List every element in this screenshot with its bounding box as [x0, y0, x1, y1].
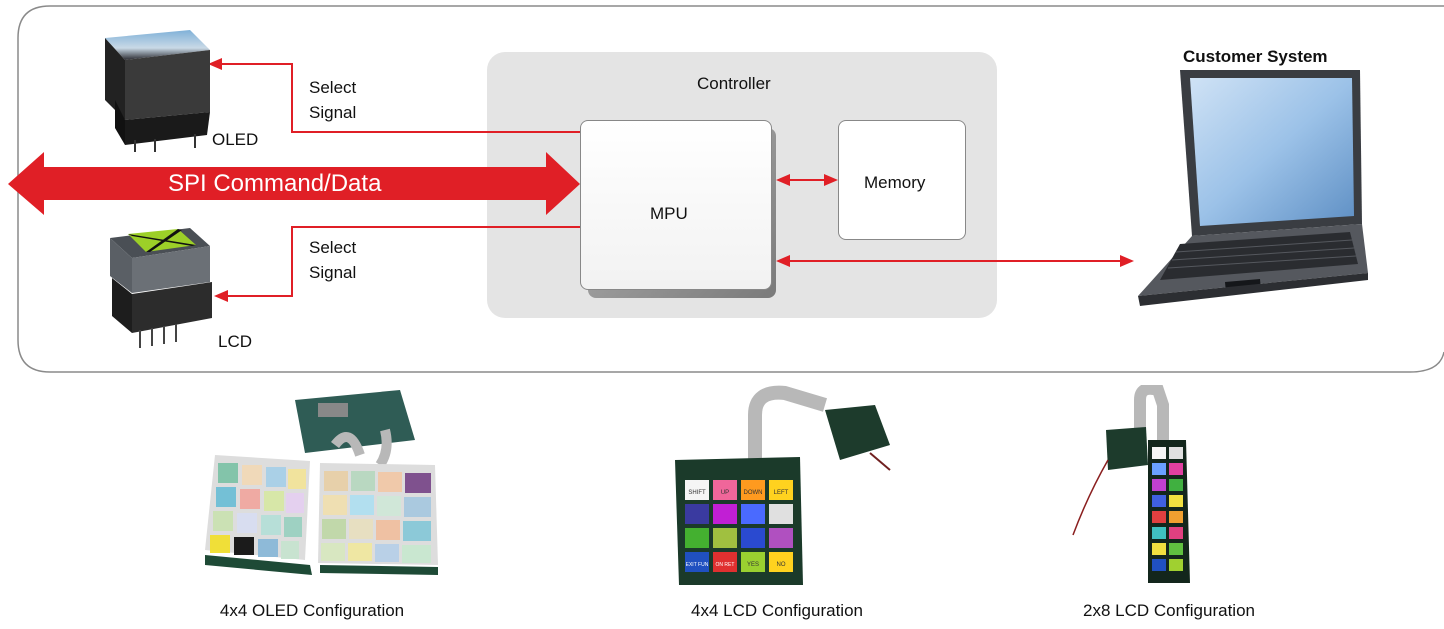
lcd-label: LCD	[218, 332, 253, 351]
oled-label: OLED	[212, 130, 259, 149]
controller-label: Controller	[697, 74, 771, 93]
oled-select-label-2: Signal	[309, 103, 357, 122]
spi-arrow	[8, 152, 580, 215]
lcd-key-down: DOWN	[744, 490, 763, 496]
spi-label: SPI Command/Data	[168, 170, 382, 197]
lcd-key-left: LEFT	[774, 490, 789, 496]
lcd-key-shift: SHIFT	[688, 490, 706, 496]
customer-system-label: Customer System	[1183, 47, 1328, 66]
lcd-switch-image	[110, 228, 212, 348]
mpu-label: MPU	[650, 204, 688, 223]
lcd-4x4-config-caption: 4x4 LCD Configuration	[691, 601, 863, 620]
lcd-2x8-config-image	[1072, 385, 1190, 583]
lcd-select-line	[228, 226, 580, 297]
oled-switch-image	[105, 30, 210, 152]
lcd-2x8-config-caption: 2x8 LCD Configuration	[1083, 601, 1255, 620]
lcd-select-label-2: Signal	[309, 263, 357, 282]
mpu-box	[580, 120, 772, 290]
lcd-key-exit: EXIT FUN	[686, 562, 709, 568]
memory-label: Memory	[864, 173, 926, 192]
lcd-key-on: ON RET	[716, 562, 735, 568]
lcd-key-no: NO	[777, 562, 786, 568]
oled-config-image	[205, 390, 438, 575]
lcd-key-yes: YES	[747, 562, 759, 568]
memory-box	[838, 120, 966, 240]
lcd-key-up: UP	[721, 490, 729, 496]
lcd-config-image: SHIFT UP DOWN LEFT EXIT FUN ON RET YES N…	[675, 385, 891, 585]
laptop-image	[1138, 70, 1368, 306]
lcd-select-label-1: Select	[309, 238, 357, 257]
oled-config-caption: 4x4 OLED Configuration	[219, 601, 405, 620]
oled-select-label-1: Select	[309, 78, 357, 97]
oled-select-line	[220, 63, 580, 133]
